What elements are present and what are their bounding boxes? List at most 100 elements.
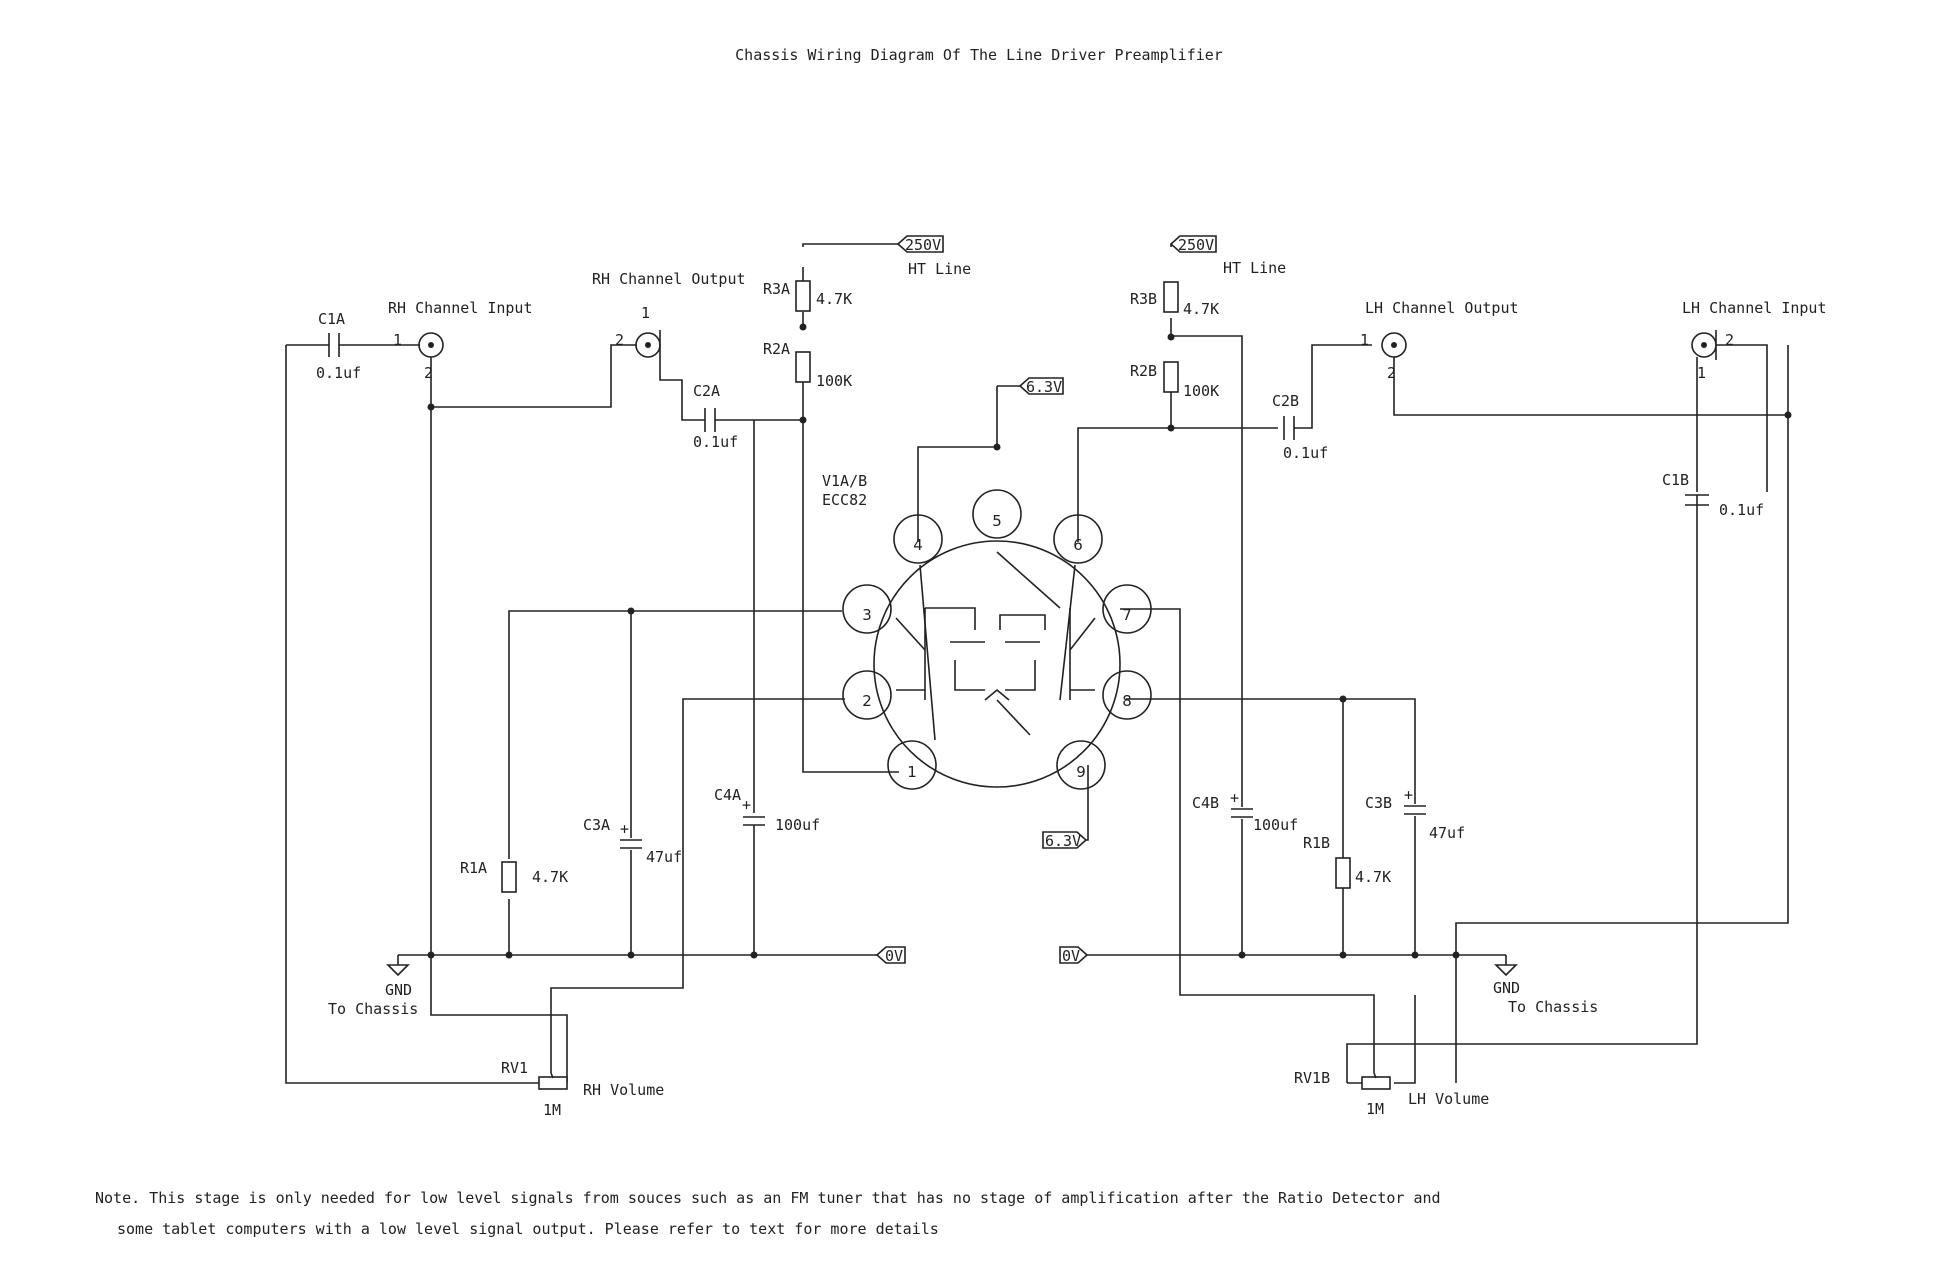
rh-c3-value: 47uf xyxy=(646,848,682,866)
rh-c4-plus: + xyxy=(742,796,751,814)
lh-r2-value: 100K xyxy=(1183,382,1219,400)
rh-output-pin-1: 1 xyxy=(641,304,650,322)
lh-r1-resistor xyxy=(1335,857,1351,889)
heater-top-flag: 6.3V xyxy=(1018,377,1064,396)
lh-gnd-sublabel: To Chassis xyxy=(1508,998,1598,1016)
valve-pin-1: 1 xyxy=(907,763,917,781)
rh-r1-value: 4.7K xyxy=(532,868,568,886)
diagram-title: Chassis Wiring Diagram Of The Line Drive… xyxy=(735,46,1223,64)
heater-bottom-flag: 6.3V xyxy=(1042,831,1088,850)
svg-text:0V: 0V xyxy=(885,947,903,965)
valve-pin-8: 8 xyxy=(1122,692,1132,710)
lh-zero-flag: 0V xyxy=(1059,946,1089,965)
rh-input-label: RH Channel Input xyxy=(388,299,533,317)
note-line-2: some tablet computers with a low level s… xyxy=(117,1220,939,1238)
valve-type: ECC82 xyxy=(822,491,867,509)
lh-r2-resistor xyxy=(1163,361,1179,393)
lh-gnd-label: GND xyxy=(1493,979,1520,997)
rh-c1-ref: C1A xyxy=(318,310,345,328)
svg-text:250V: 250V xyxy=(1178,236,1214,254)
rh-r2-value: 100K xyxy=(816,372,852,390)
rh-c2-ref: C2A xyxy=(693,382,720,400)
lh-c1-value: 0.1uf xyxy=(1719,501,1764,519)
lh-r1-ref: R1B xyxy=(1303,834,1330,852)
rh-input-pin-1: 1 xyxy=(393,331,402,349)
rh-gnd-sublabel: To Chassis xyxy=(328,1000,418,1018)
valve-pin-5: 5 xyxy=(992,512,1002,530)
rh-c4-capacitor xyxy=(743,816,765,826)
rh-ht-label: HT Line xyxy=(908,260,971,278)
lh-output-pin-2: 2 xyxy=(1387,364,1396,382)
valve-pin-7: 7 xyxy=(1122,606,1132,624)
svg-text:6.3V: 6.3V xyxy=(1026,378,1062,396)
valve-pin-3: 3 xyxy=(862,606,872,624)
rh-gnd-label: GND xyxy=(385,981,412,999)
lh-r3-resistor xyxy=(1163,281,1179,313)
lh-ht-label: HT Line xyxy=(1223,259,1286,277)
lh-r1-value: 4.7K xyxy=(1355,868,1391,886)
rh-r3-value: 4.7K xyxy=(816,290,852,308)
lh-gnd-symbol xyxy=(1494,964,1518,977)
lh-c4-capacitor xyxy=(1231,808,1253,818)
lh-rv1-value: 1M xyxy=(1366,1100,1384,1118)
lh-ht-flag: 250V xyxy=(1169,235,1217,254)
rh-c1-value: 0.1uf xyxy=(316,364,361,382)
lh-c3-value: 47uf xyxy=(1429,824,1465,842)
valve-pin-2: 2 xyxy=(862,692,872,710)
rh-wiring xyxy=(285,243,899,1084)
lh-r3-value: 4.7K xyxy=(1183,300,1219,318)
lh-input-pin-2: 2 xyxy=(1725,331,1734,349)
lh-c4-ref: C4B xyxy=(1192,794,1219,812)
lh-c1-ref: C1B xyxy=(1662,471,1689,489)
rh-c2-value: 0.1uf xyxy=(693,433,738,451)
lh-c3-ref: C3B xyxy=(1365,794,1392,812)
rh-gnd-symbol xyxy=(386,964,410,977)
lh-c2-ref: C2B xyxy=(1272,392,1299,410)
svg-text:0V: 0V xyxy=(1062,947,1080,965)
heater-wires xyxy=(917,385,1089,841)
rh-rv1-potentiometer xyxy=(538,1072,568,1090)
valve-base: 1 2 3 4 5 6 7 8 9 xyxy=(842,489,1152,790)
rh-r1-resistor xyxy=(501,861,517,893)
rh-output-label: RH Channel Output xyxy=(592,270,746,288)
lh-input-pin-1: 1 xyxy=(1697,364,1706,382)
rh-r3-ref: R3A xyxy=(763,280,790,298)
lh-c4-plus: + xyxy=(1230,789,1239,807)
lh-output-jack xyxy=(1381,332,1407,358)
rh-output-jack xyxy=(635,332,661,358)
lh-c4-value: 100uf xyxy=(1253,816,1298,834)
lh-rv1-potentiometer xyxy=(1361,1072,1391,1090)
rh-ht-flag: 250V xyxy=(896,235,944,254)
rh-input-pin-2: 2 xyxy=(424,364,433,382)
rh-r2-resistor xyxy=(795,351,811,383)
lh-rv1-ref: RV1B xyxy=(1294,1069,1330,1087)
rh-r3-resistor xyxy=(795,280,811,312)
svg-text:250V: 250V xyxy=(905,236,941,254)
rh-r2-ref: R2A xyxy=(763,340,790,358)
rh-c4-value: 100uf xyxy=(775,816,820,834)
lh-c2-value: 0.1uf xyxy=(1283,444,1328,462)
lh-r3-ref: R3B xyxy=(1130,290,1157,308)
lh-wiring xyxy=(1077,244,1789,1084)
lh-output-pin-1: 1 xyxy=(1360,331,1369,349)
note-line-1: Note. This stage is only needed for low … xyxy=(95,1189,1441,1207)
rh-c3-plus: + xyxy=(620,820,629,838)
rh-c3-ref: C3A xyxy=(583,816,610,834)
rh-input-jack xyxy=(418,332,444,358)
rh-output-pin-2: 2 xyxy=(615,331,624,349)
lh-c1-capacitor xyxy=(1685,494,1709,506)
lh-rv1-label: LH Volume xyxy=(1408,1090,1489,1108)
rh-rv1-label: RH Volume xyxy=(583,1081,664,1099)
valve-pin-9: 9 xyxy=(1076,763,1086,781)
lh-c3-plus: + xyxy=(1404,786,1413,804)
valve-ref: V1A/B xyxy=(822,472,867,490)
lh-input-label: LH Channel Input xyxy=(1682,299,1827,317)
lh-r2-ref: R2B xyxy=(1130,362,1157,380)
valve-pin-4: 4 xyxy=(913,536,923,554)
lh-c3-capacitor xyxy=(1404,805,1426,815)
valve-pin-6: 6 xyxy=(1073,536,1083,554)
rh-r1-ref: R1A xyxy=(460,859,487,877)
rh-c3-capacitor xyxy=(620,839,642,849)
rh-rv1-value: 1M xyxy=(543,1101,561,1119)
